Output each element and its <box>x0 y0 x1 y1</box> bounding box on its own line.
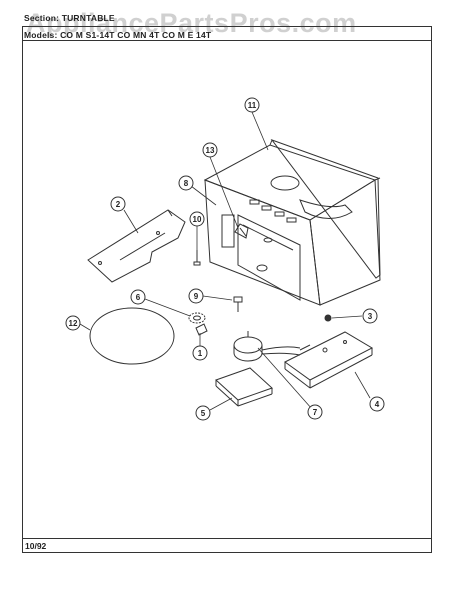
svg-text:4: 4 <box>375 400 380 409</box>
screw-part-9 <box>233 296 243 312</box>
leader-lines <box>79 111 371 411</box>
motor-cover-part <box>215 367 273 407</box>
callout-5: 5 <box>195 405 211 421</box>
callout-12: 12 <box>65 315 81 331</box>
cover-plate-part <box>87 209 186 283</box>
svg-text:13: 13 <box>206 146 215 155</box>
svg-text:10: 10 <box>193 215 202 224</box>
svg-text:7: 7 <box>313 408 318 417</box>
roller-part <box>195 323 208 336</box>
callout-11: 11 <box>244 97 260 113</box>
svg-text:11: 11 <box>248 101 257 110</box>
coupler-part <box>188 312 206 324</box>
callout-2: 2 <box>110 196 126 212</box>
svg-text:8: 8 <box>184 179 189 188</box>
callout-13: 13 <box>202 142 218 158</box>
callout-8: 8 <box>178 175 194 191</box>
svg-text:12: 12 <box>69 319 78 328</box>
callout-7: 7 <box>307 404 323 420</box>
callout-9: 9 <box>188 288 204 304</box>
callout-3: 3 <box>362 308 378 324</box>
bracket-part-13 <box>234 223 249 239</box>
nut-part <box>324 314 332 322</box>
callout-6: 6 <box>130 289 146 305</box>
oven-cavity-part <box>203 138 381 306</box>
turntable-motor-part <box>233 331 301 362</box>
svg-text:5: 5 <box>201 409 206 418</box>
svg-text:1: 1 <box>198 349 203 358</box>
callout-4: 4 <box>369 396 385 412</box>
footer-divider <box>22 538 432 539</box>
callout-1: 1 <box>192 345 208 361</box>
callout-10: 10 <box>189 211 205 227</box>
revision-date: 10/92 <box>25 541 47 551</box>
screw-part-10 <box>193 250 201 266</box>
section-title: Section: TURNTABLE <box>24 13 115 23</box>
svg-text:3: 3 <box>368 312 373 321</box>
callout-labels: 11 13 8 2 10 9 6 12 1 3 5 7 4 <box>65 97 385 421</box>
diagram-frame <box>22 26 432 553</box>
motor-mount-plate-part <box>284 331 374 389</box>
models-line: Models: CO M S1-14T CO MN 4T CO M E 14T <box>24 30 212 40</box>
svg-text:9: 9 <box>194 292 199 301</box>
turntable-glass-part <box>89 307 175 365</box>
header-divider <box>22 40 432 41</box>
svg-text:6: 6 <box>136 293 141 302</box>
watermark: AppliancePartsPros.com <box>26 8 357 38</box>
svg-text:2: 2 <box>116 200 121 209</box>
